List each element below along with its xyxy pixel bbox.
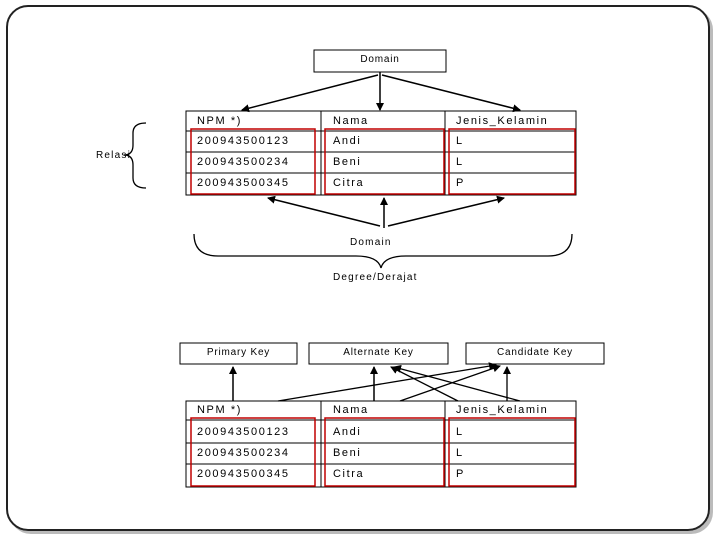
slide-frame: [6, 5, 710, 531]
relasi-label: Relasi: [96, 150, 131, 161]
alternate-key-box: [308, 342, 449, 365]
bottom-cell-jk: L: [456, 447, 464, 459]
bottom-cell-nama: Citra: [333, 468, 365, 480]
top-cell-jk: L: [456, 135, 464, 147]
candidate-key-label: Candidate Key: [496, 347, 573, 358]
alternate-key-label: Alternate Key: [343, 347, 414, 358]
bottom-cell-npm: 200943500345: [197, 468, 290, 480]
top-header-nama: Nama: [333, 115, 369, 127]
primary-key-label: Primary Key: [206, 347, 271, 358]
bottom-header-npm: NPM *): [197, 404, 243, 416]
top-table-highlights: [190, 128, 576, 195]
bottom-cell-jk: P: [456, 468, 465, 480]
top-cell-npm: 200943500234: [197, 156, 290, 168]
degree-brace: [193, 233, 573, 269]
degree-label: Degree/Derajat: [333, 272, 418, 283]
bottom-cell-nama: Beni: [333, 447, 362, 459]
top-header-npm: NPM *): [197, 115, 243, 127]
bottom-header-nama: Nama: [333, 404, 369, 416]
candidate-key-box: [465, 342, 605, 365]
top-cell-nama: Beni: [333, 156, 362, 168]
bottom-domain-label: Domain: [350, 237, 392, 248]
top-cell-npm: 200943500345: [197, 177, 290, 189]
bottom-header-jenis-kelamin: Jenis_Kelamin: [456, 404, 549, 416]
bottom-cell-npm: 200943500123: [197, 426, 290, 438]
top-cell-npm: 200943500123: [197, 135, 290, 147]
bottom-table-grid: [185, 400, 577, 488]
top-cell-jk: L: [456, 156, 464, 168]
bottom-cell-nama: Andi: [333, 426, 362, 438]
relasi-brace: [123, 122, 147, 189]
top-cell-jk: P: [456, 177, 465, 189]
bottom-cell-jk: L: [456, 426, 464, 438]
top-table-grid: [185, 110, 577, 196]
bottom-table-highlights: [190, 417, 576, 487]
bottom-cell-npm: 200943500234: [197, 447, 290, 459]
domain-box-label: Domain: [360, 54, 400, 65]
top-header-jenis-kelamin: Jenis_Kelamin: [456, 115, 549, 127]
top-cell-nama: Citra: [333, 177, 365, 189]
top-cell-nama: Andi: [333, 135, 362, 147]
primary-key-box: [179, 342, 298, 365]
